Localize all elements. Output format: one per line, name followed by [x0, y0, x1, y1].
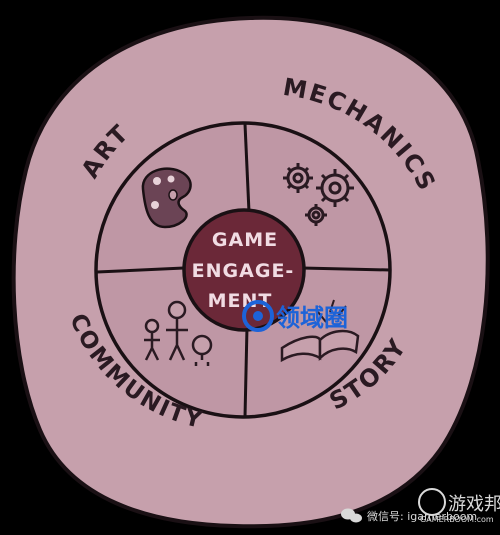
palette-icon — [141, 167, 192, 229]
gears-icon — [283, 163, 354, 226]
footer-site-text: GAMERBOOM.com — [420, 515, 494, 524]
wechat-icon — [341, 508, 362, 523]
gamerboom-logo-icon — [418, 488, 446, 516]
circle-logo-icon — [242, 300, 274, 332]
divider-bottom — [243, 326, 249, 418]
people-icon — [144, 300, 213, 366]
divider-top — [243, 123, 251, 213]
watermark-logo: 领域圈 — [242, 300, 348, 332]
center-line-3: MENT — [208, 290, 273, 312]
open-book-icon — [280, 299, 360, 363]
footer-wechat-text: 微信号: igamerboom — [367, 509, 477, 523]
footer-cn-text: 游戏邦 — [448, 494, 500, 515]
divider-right — [301, 266, 391, 272]
center-circle — [182, 208, 306, 332]
divider-left — [96, 266, 185, 274]
center-line-2: ENGAGE- — [192, 260, 295, 282]
center-line-1: GAME — [212, 229, 278, 251]
footer-watermark: 游戏邦 GAMERBOOM.com 微信号: igamerboom — [341, 488, 500, 524]
watermark-logo-text: 领域圈 — [276, 304, 348, 332]
